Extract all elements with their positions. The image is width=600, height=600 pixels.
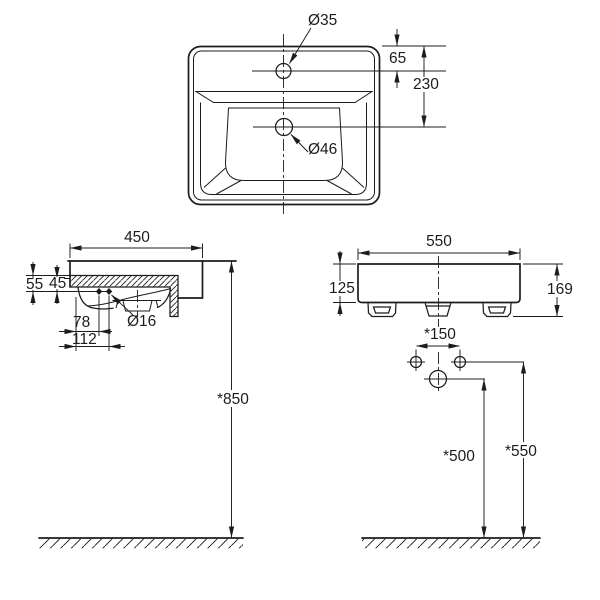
front-face: [177, 260, 204, 299]
template-crosshairs: [407, 353, 524, 380]
side-view: 450 55 45 78 112 Ø16 *850: [24, 229, 252, 538]
bowl-corner-fillets: [203, 167, 365, 195]
bowl-back-contour: [88, 288, 172, 307]
top-view-dimensions: Ø35 Ø46 65 230: [252, 12, 446, 158]
faucet-hole-dia-label: Ø35: [308, 12, 337, 29]
basin-outer-rim: [187, 45, 381, 206]
front-view-dimensions: 550 125 169 *150 *500 *550: [327, 233, 576, 538]
rim-to-fixing-upper-label: 55: [26, 276, 43, 293]
bowl-opening: [200, 102, 367, 195]
front-view: 550 125 169 *150 *500 *550: [327, 233, 576, 538]
floor-hatch-right: [362, 538, 540, 549]
bolt-spacing-label: *150: [424, 326, 456, 343]
drain-offset-label: 230: [413, 76, 439, 93]
bowl-profile: [77, 286, 172, 310]
side-view-dimensions: 450 55 45 78 112 Ø16 *850: [24, 229, 252, 538]
left-foot: [367, 301, 397, 318]
rim-to-fixing-lower-label: 45: [49, 275, 66, 292]
rim-height-label: *850: [217, 391, 249, 408]
rim-section-hatch: [70, 275, 178, 287]
back-ledge: [194, 91, 374, 103]
basin-body: [357, 263, 521, 304]
right-foot: [482, 301, 512, 318]
depth-label: 450: [124, 229, 150, 246]
floor-hatch-left: [39, 538, 243, 549]
top-view: Ø35 Ø46 65 230: [187, 12, 446, 214]
basin-inner-rim: [193, 50, 375, 201]
drain-stub: [424, 301, 452, 317]
width-label: 550: [426, 233, 452, 250]
rim-section-outline: [69, 274, 179, 318]
apron-section-hatch: [170, 287, 178, 317]
fixing-hole-leader: [111, 294, 134, 316]
fixing-offset-b-label: 112: [72, 331, 97, 348]
overall-height-label: 169: [547, 281, 573, 298]
bolt-height-label: *550: [505, 443, 537, 460]
drain-leader: [290, 134, 309, 153]
bowl-bottom: [224, 107, 344, 181]
fixing-offset-a-label: 78: [73, 314, 90, 331]
faucet-leader: [289, 27, 312, 64]
fixing-hole-dia-label: Ø16: [127, 313, 156, 330]
drain-hole-dia-label: Ø46: [308, 141, 337, 158]
floor: [38, 537, 541, 549]
drain-outlet-height-label: *500: [443, 448, 475, 465]
body-height-label: 125: [329, 280, 355, 297]
faucet-offset-label: 65: [389, 50, 406, 67]
